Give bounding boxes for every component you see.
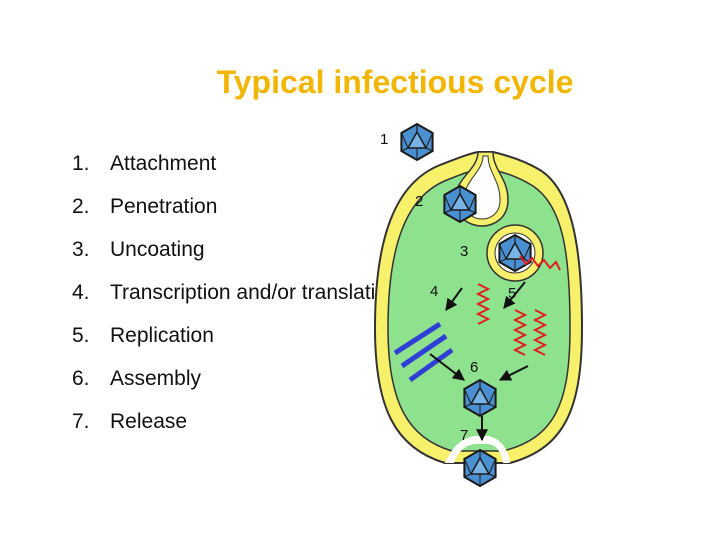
diagram-label-3: 3	[460, 243, 468, 260]
step-item: 7. Release	[72, 408, 410, 436]
step-item: 2. Penetration	[72, 193, 410, 221]
step-label: Penetration	[110, 195, 218, 218]
step-label: Uncoating	[110, 238, 205, 261]
virion-uncoating	[498, 234, 532, 272]
step-item: 3. Uncoating	[72, 236, 410, 264]
virion-assembly	[463, 379, 497, 417]
step-item: 4. Transcription and/or translation	[72, 279, 410, 307]
virion-release	[463, 449, 497, 487]
infection-cycle-diagram: 1 2 3 4 5 6 7	[373, 123, 584, 487]
step-item: 6. Assembly	[72, 365, 410, 393]
step-label: Transcription and/or translation	[110, 281, 399, 304]
released-genome	[519, 255, 561, 271]
mrna-strand-right-2	[532, 309, 548, 356]
virion-attachment	[400, 123, 434, 161]
step-number: 1.	[72, 152, 90, 175]
step-number: 7.	[72, 410, 90, 433]
diagram-label-4: 4	[430, 283, 438, 300]
arrow-5	[503, 281, 526, 309]
step-item: 5. Replication	[72, 322, 410, 350]
budding-site	[445, 436, 510, 463]
replicated-genomes	[393, 321, 454, 383]
diagram-label-7: 7	[460, 427, 468, 444]
step-label: Attachment	[110, 152, 217, 175]
arrow-4	[445, 287, 463, 311]
diagram-label-5: 5	[508, 285, 516, 302]
step-number: 5.	[72, 324, 90, 347]
diagram-label-6: 6	[470, 359, 478, 376]
arrow-6-left	[429, 353, 465, 381]
step-label: Assembly	[110, 367, 202, 390]
cell	[373, 151, 584, 464]
diagram-label-2: 2	[415, 193, 423, 210]
slide-title: Typical infectious cycle	[216, 64, 574, 100]
step-number: 2.	[72, 195, 90, 218]
step-list: 1. Attachment 2. Penetration 3. Uncoating 4…	[72, 150, 410, 451]
step-item: 1. Attachment	[72, 150, 410, 178]
virion-penetration	[443, 185, 477, 223]
step-label: Replication	[110, 324, 214, 347]
step-label: Release	[110, 410, 188, 433]
step-number: 3.	[72, 238, 90, 261]
step-number: 4.	[72, 281, 90, 304]
mrna-strand-left	[475, 283, 491, 325]
mrna-strand-right-1	[512, 309, 528, 356]
diagram-label-1: 1	[380, 131, 388, 148]
step-number: 6.	[72, 367, 90, 390]
arrow-6-right	[498, 365, 529, 381]
